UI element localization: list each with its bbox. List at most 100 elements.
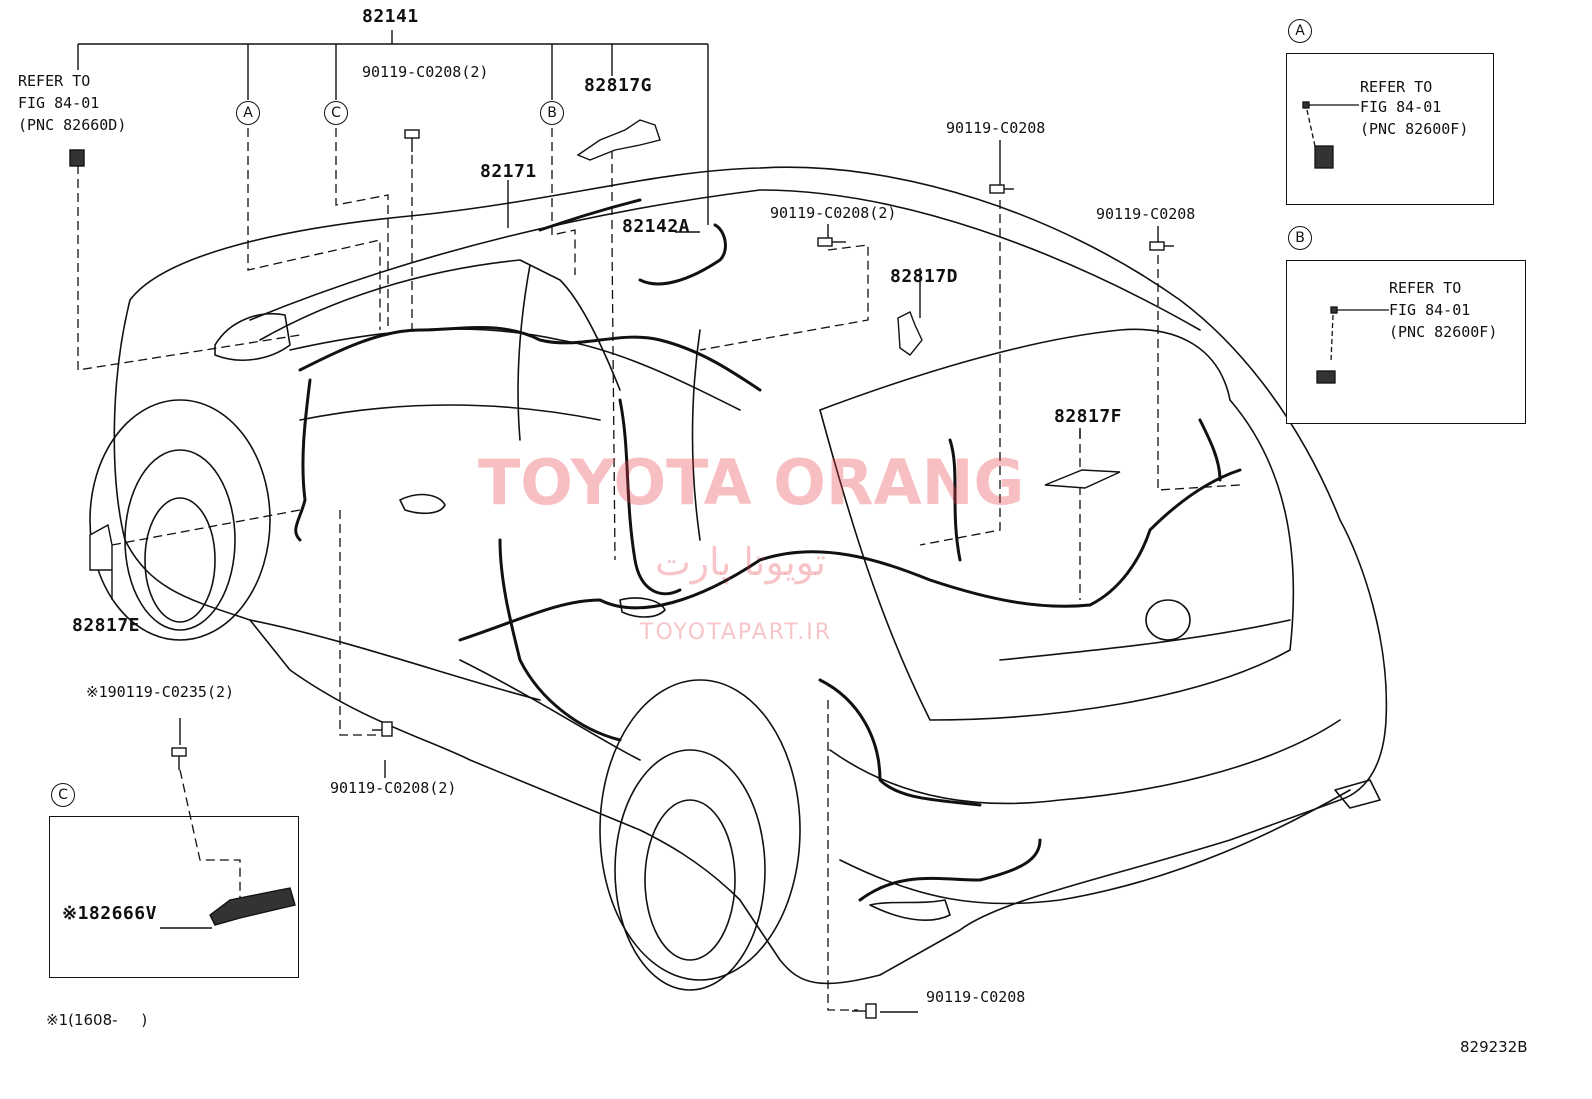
- label-bolt-inset-c: ※190119-C0235(2): [86, 683, 235, 701]
- harness-center: [618, 398, 682, 596]
- harness-rear-right: [1088, 468, 1242, 607]
- clamp-82817E-icon: [89, 523, 113, 571]
- watermark-main: TOYOTA ORANG: [478, 446, 1025, 519]
- harness-82171: [538, 198, 642, 232]
- leader-C: [335, 128, 389, 330]
- dashboard-lower: [299, 404, 601, 421]
- inset-c-marker: C: [51, 783, 75, 807]
- door-handle: [399, 493, 446, 515]
- inset-b-line2: FIG 84-01: [1389, 301, 1471, 319]
- label-bolt-bottom: 90119-C0208: [926, 988, 1026, 1006]
- inset-a-marker: A: [1288, 19, 1312, 43]
- label-bolt-mid: 90119-C0208(2): [770, 204, 897, 222]
- bolt-icon-top: [404, 129, 420, 152]
- leader-B: [551, 128, 576, 275]
- car-body-outline: [113, 166, 1388, 985]
- front-door-line: [249, 619, 541, 701]
- connector-82666V: [209, 887, 296, 926]
- harness-left-side: [498, 538, 622, 742]
- refer-left-line1: REFER TO: [18, 72, 91, 90]
- bolt-icon-bottom: [852, 1003, 877, 1019]
- leader-refer-left: [77, 165, 301, 371]
- wire-harness-group: [294, 198, 1242, 902]
- harness-rear-up: [1198, 418, 1222, 482]
- leader-82817E: [111, 509, 301, 546]
- bolt-icon-right: [1149, 241, 1174, 251]
- harness-floor: [458, 550, 1092, 642]
- label-82817E: 82817E: [72, 615, 141, 636]
- leader-right: [1157, 255, 1241, 491]
- inset-a-drawing: [1302, 101, 1359, 169]
- front-wheel: [124, 449, 236, 631]
- label-82142A: 82142A: [622, 216, 691, 237]
- inset-a-line3: (PNC 82600F): [1360, 120, 1469, 138]
- inset-b-drawing: [1316, 306, 1389, 384]
- a-pillar: [517, 264, 531, 441]
- bolt-icon-lower: [372, 721, 393, 737]
- rear-wheel-arch: [599, 679, 801, 981]
- leader-dashed-group: [77, 128, 1241, 1011]
- rear-wheel-hub: [644, 799, 736, 961]
- inset-a-line2: FIG 84-01: [1360, 98, 1442, 116]
- label-82171: 82171: [480, 161, 537, 182]
- clamps-group: [69, 119, 1121, 926]
- callout-marker-a: A: [236, 101, 260, 125]
- leader-A: [247, 128, 381, 330]
- figure-code: 829232B: [1460, 1038, 1528, 1056]
- footnote: ※1(1608- ): [46, 1011, 148, 1029]
- dashboard: [289, 328, 741, 411]
- inset-a-line1: REFER TO: [1360, 78, 1433, 96]
- refer-left-line3: (PNC 82660D): [18, 116, 127, 134]
- label-82817D: 82817D: [890, 266, 959, 287]
- bolt-icon-roof: [989, 184, 1014, 194]
- rear-glass: [999, 619, 1291, 661]
- harness-roof: [948, 438, 962, 562]
- clamp-82817D-icon: [897, 311, 923, 356]
- rear-bumper: [829, 719, 1341, 805]
- rear-hatch: [819, 399, 1295, 721]
- harness-left-drop: [294, 378, 312, 542]
- rear-door-handle: [619, 597, 666, 618]
- leader-lower: [339, 510, 378, 736]
- harness-rear-lower: [818, 678, 982, 807]
- label-82141: 82141: [362, 6, 419, 27]
- inset-c-box: [49, 816, 299, 978]
- roof-rear-edge: [819, 328, 1231, 411]
- fog-lamp: [869, 899, 951, 921]
- leader-roof: [919, 200, 1001, 546]
- connector-refer-left: [69, 149, 85, 167]
- label-bolt-right: 90119-C0208: [1096, 205, 1196, 223]
- leader-82817G: [611, 150, 616, 561]
- side-mirror: [214, 313, 291, 361]
- callout-marker-b: B: [540, 101, 564, 125]
- watermark-site: TOYOTAPART.IR: [640, 620, 833, 645]
- label-82666V: ※182666V: [62, 903, 157, 924]
- refer-left-line2: FIG 84-01: [18, 94, 100, 112]
- harness-82142A: [638, 223, 727, 286]
- leader-bottom: [827, 700, 858, 1011]
- harness-dash: [298, 326, 762, 392]
- roof-line: [249, 189, 1201, 331]
- label-82817G: 82817G: [584, 75, 653, 96]
- leader-bolt-mid: [699, 244, 869, 351]
- harness-bumper: [858, 838, 1042, 902]
- inset-b-line3: (PNC 82600F): [1389, 323, 1498, 341]
- sill-line: [459, 659, 641, 761]
- watermark-persian: تویوتا پارت: [655, 540, 826, 584]
- clamp-82817G-icon: [576, 119, 661, 161]
- label-bolt-roof: 90119-C0208: [946, 119, 1046, 137]
- inset-b-marker: B: [1288, 226, 1312, 250]
- bracket-82141: [77, 30, 1159, 1013]
- label-bolt-lower: 90119-C0208(2): [330, 779, 457, 797]
- leader-inset-c: [179, 769, 241, 900]
- bolts-group: [171, 129, 1174, 1019]
- inset-a-box: REFER TO FIG 84-01 (PNC 82600F): [1286, 53, 1494, 205]
- rear-bumper-lower: [839, 789, 1351, 905]
- inset-b-box: REFER TO FIG 84-01 (PNC 82600F): [1286, 260, 1526, 424]
- label-bolt-top: 90119-C0208(2): [362, 63, 489, 81]
- label-82817F: 82817F: [1054, 406, 1123, 427]
- front-wheel-arch: [89, 399, 271, 641]
- front-wheel-hub: [144, 497, 216, 623]
